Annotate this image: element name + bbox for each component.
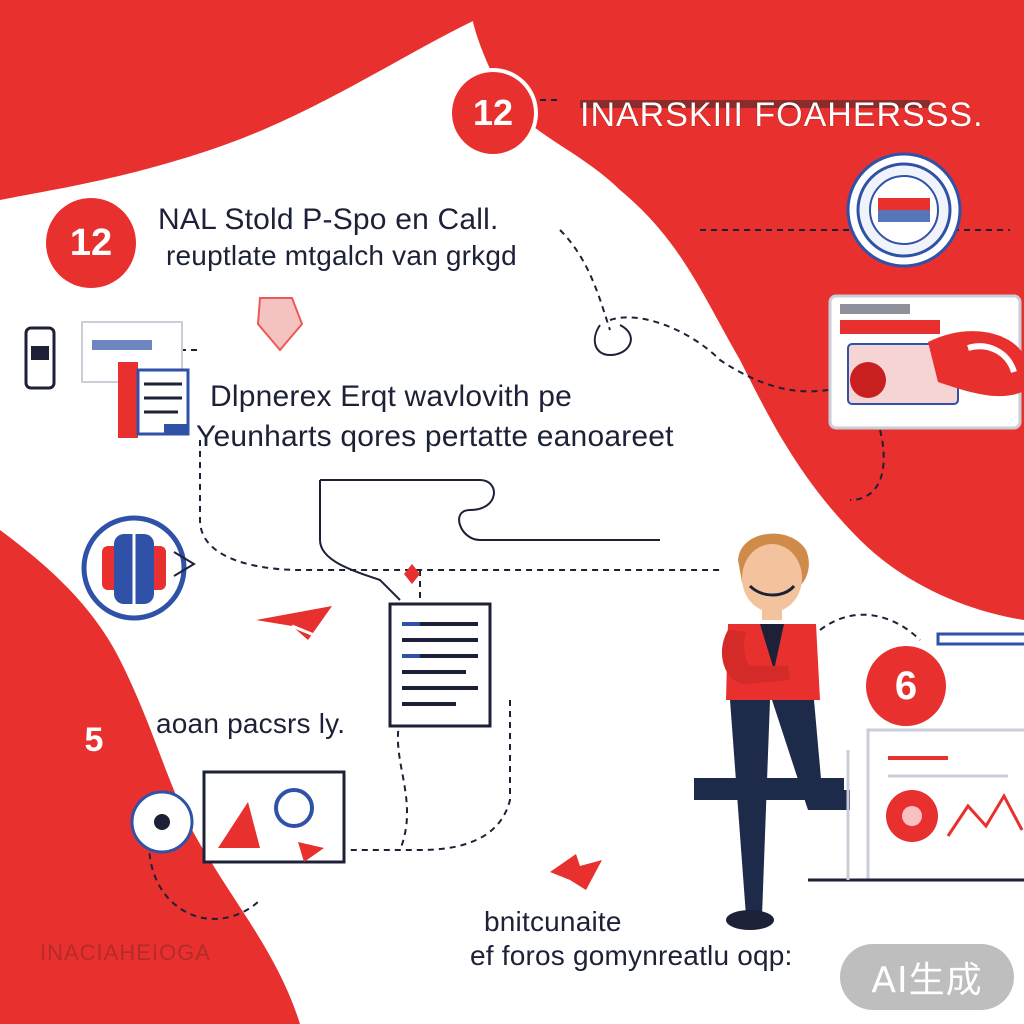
watermark-text: INACIAHEIOGA <box>40 940 211 965</box>
step1-subtext: reuptlate mtgalch van grkgd <box>166 240 517 271</box>
header-underline <box>580 100 930 108</box>
document-icon <box>81 321 190 438</box>
step-badge-6: 6 <box>866 646 946 726</box>
step4-heading: bnitcunaite <box>484 906 622 937</box>
seal-icon <box>846 152 962 268</box>
step2-heading: Dlpnerex Erqt wavlovith pe <box>210 380 573 413</box>
step3-text: aoan pacsrs ly. <box>156 708 346 739</box>
flag-icon <box>550 854 602 890</box>
step-badge-5: 5 <box>58 704 130 776</box>
step4-subtext: ef foros gomynreatlu oqp: <box>470 940 793 971</box>
document-list-icon <box>388 602 492 728</box>
camera-screen-icon <box>130 770 346 864</box>
step-badge-1: 12 <box>46 198 136 288</box>
header-title: INARSKIII FOAHERSSS. <box>580 96 984 134</box>
envelope-arrow-icon <box>256 606 337 646</box>
bg-red-top-right <box>470 0 1024 620</box>
step2-subtext: Yeunharts qores pertatte eanoareet <box>196 420 674 453</box>
browser-window-icon <box>828 294 1022 430</box>
bg-red-top-left <box>0 0 520 200</box>
step1-heading: NAL Stold P-Spo en Call. <box>158 203 499 236</box>
ai-generated-badge: AI生成 <box>840 944 1014 1010</box>
step-badge-top: 12 <box>452 72 534 154</box>
shield-mark-icon <box>256 297 304 352</box>
bg-red-bottom-left <box>0 530 300 1024</box>
monitor-chart-icon <box>808 632 1024 882</box>
solid-connectors <box>319 324 660 601</box>
globe-badge-icon <box>81 515 196 621</box>
phone-icon <box>24 326 56 390</box>
pin-icon <box>404 564 420 584</box>
person-illustration <box>694 533 850 930</box>
